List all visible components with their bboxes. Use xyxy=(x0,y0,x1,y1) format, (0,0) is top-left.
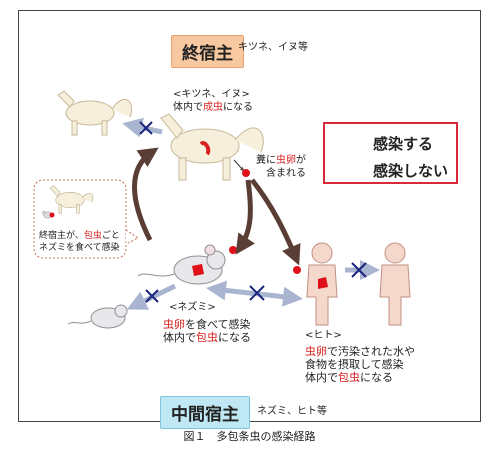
cyst-mark-rat xyxy=(192,264,204,276)
fox-left-icon xyxy=(57,90,132,136)
final-host-label: 終宿主 xyxy=(171,35,244,68)
human-desc-1: 虫卵で汚染された水や xyxy=(305,345,415,358)
arrow-egg-to-rat xyxy=(235,179,255,255)
human-main-icon xyxy=(306,242,338,326)
callout-cyst-mark xyxy=(49,212,55,218)
egg-fox xyxy=(242,169,250,177)
cross-3 xyxy=(249,285,265,301)
rat-desc-1: 虫卵を食べて感染 xyxy=(163,318,251,331)
rat-main-icon xyxy=(137,244,226,285)
fox-title: <キツネ、イヌ> xyxy=(173,89,250,100)
cross-1 xyxy=(139,121,153,135)
intermediate-host-examples: ネズミ、ヒト等 xyxy=(257,406,327,417)
rat-small-icon xyxy=(67,304,128,329)
rat-title: <ネズミ> xyxy=(169,302,216,313)
callout-fox-icon xyxy=(49,185,94,214)
egg-human xyxy=(293,266,301,274)
legend-infect-label: 感染する xyxy=(373,135,434,153)
cross-4 xyxy=(351,262,367,278)
figure-caption: 図１ 多包条虫の感染経路 xyxy=(183,430,316,443)
cross-2 xyxy=(145,289,159,303)
arrow-rat-to-fox xyxy=(132,147,159,242)
human-right-icon xyxy=(379,242,411,326)
final-host-examples: キツネ、イヌ等 xyxy=(238,42,308,53)
cyst-mark-human xyxy=(318,277,328,289)
adult-worm-mark xyxy=(199,141,211,156)
legend-noinfect-label: 感染しない xyxy=(373,162,449,180)
human-desc-3: 体内で包虫になる xyxy=(305,371,393,384)
human-title: <ヒト> xyxy=(305,330,342,341)
egg-rat xyxy=(229,246,237,254)
fox-main-icon xyxy=(160,113,264,181)
callout-tail xyxy=(125,229,139,245)
human-desc-2: 食物を摂取して感染 xyxy=(305,358,404,371)
arrow-egg-to-human xyxy=(250,178,301,266)
callout-text: 終宿主が、包虫ごと ネズミを食べて感染 xyxy=(39,231,120,253)
intermediate-host-label: 中間宿主 xyxy=(160,396,250,429)
rat-desc-2: 体内で包虫になる xyxy=(163,331,251,344)
egg-note-line2: 含まれる xyxy=(266,168,306,179)
fox-desc: 体内で成虫になる xyxy=(173,102,253,113)
legend-box: 感染する 感染しない xyxy=(323,122,458,184)
noinfect-rat-to-rat xyxy=(126,283,177,310)
egg-note-line1: 糞に虫卵が xyxy=(256,155,306,166)
